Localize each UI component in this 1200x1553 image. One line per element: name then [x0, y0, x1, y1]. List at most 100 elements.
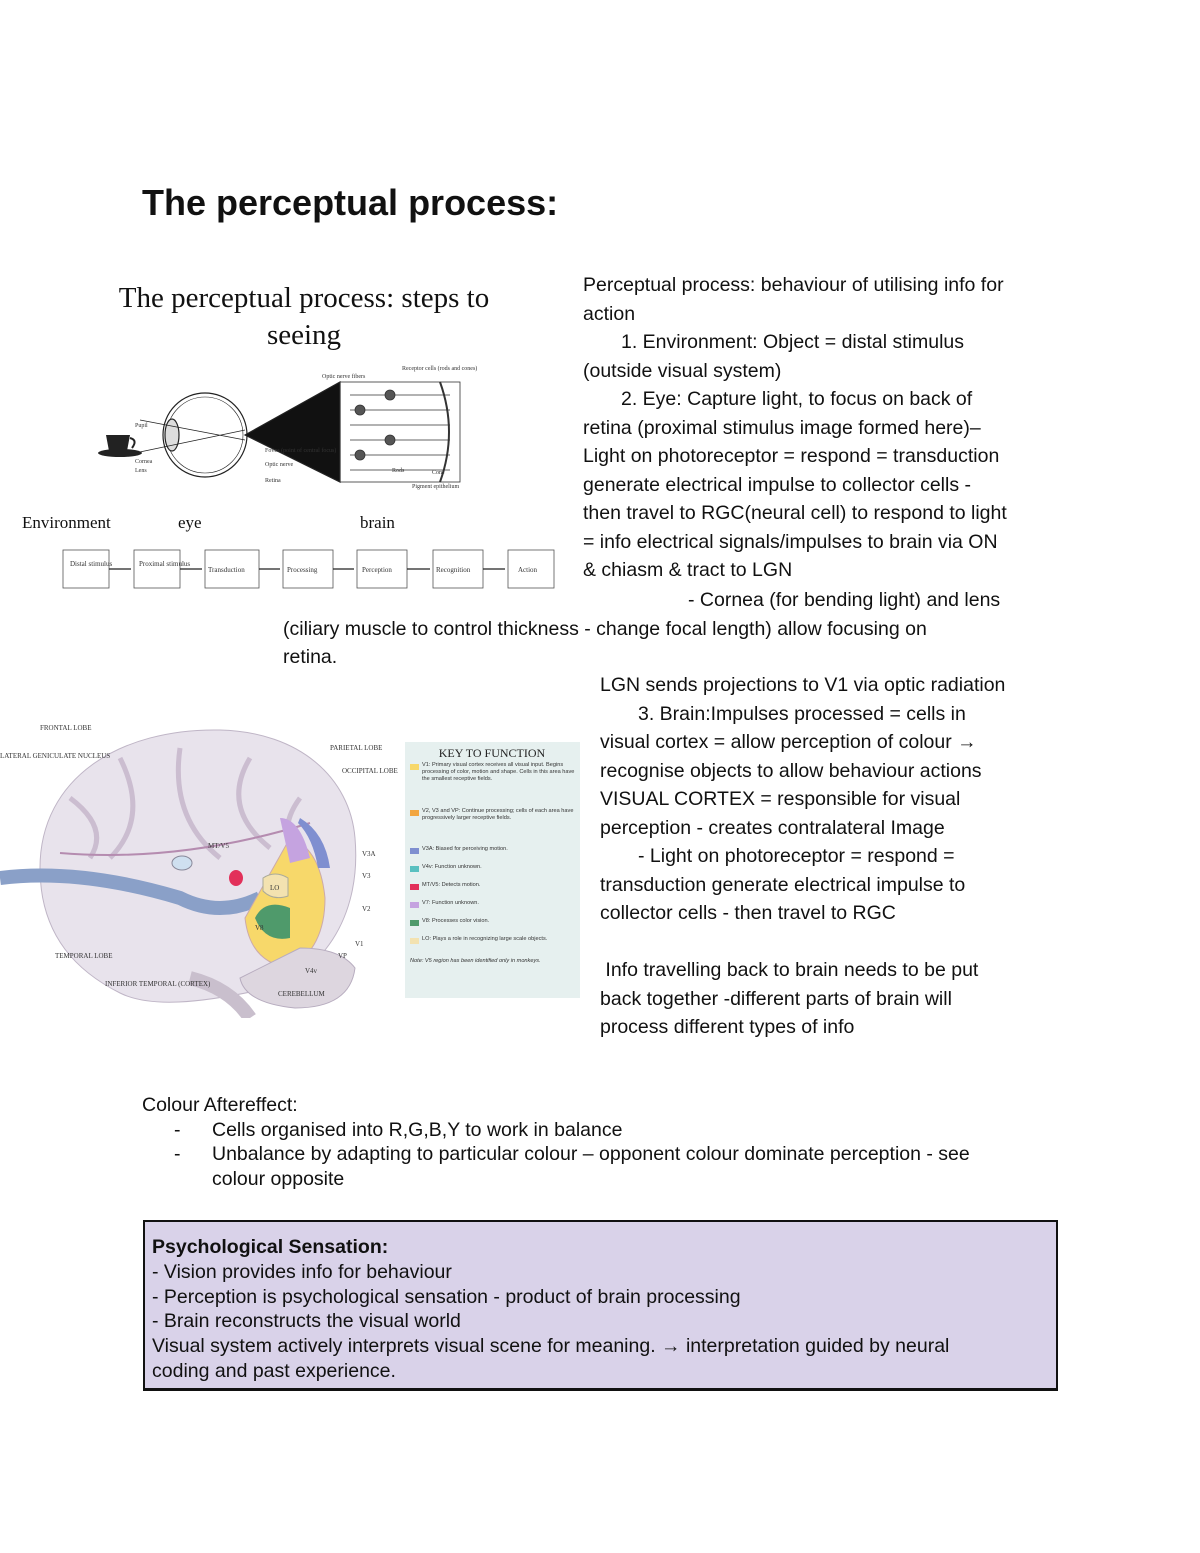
text-line: retina (proximal stimulus image formed h…	[583, 416, 981, 439]
page-title: The perceptual process:	[142, 182, 559, 223]
text-line: (ciliary muscle to control thickness - c…	[283, 617, 927, 640]
text-line: (outside visual system)	[583, 359, 782, 382]
bullet-item: - Cornea (for bending light) and lens	[688, 589, 1001, 611]
svg-text:FRONTAL LOBE: FRONTAL LOBE	[40, 724, 92, 732]
text-line: Light on photoreceptor = respond = trans…	[583, 445, 1000, 467]
key-item: V4v: Function unknown.	[422, 864, 482, 870]
svg-text:MT/V5: MT/V5	[208, 842, 230, 850]
svg-text:V3A: V3A	[362, 850, 376, 858]
retina-detail	[339, 381, 461, 483]
key-item: V1: Primary visual cortex receives all v…	[422, 762, 575, 782]
step-5: Perception	[362, 566, 392, 574]
text-line: process different types of info	[600, 1016, 855, 1038]
svg-text:LATERAL GENICULATE NUCLEUS: LATERAL GENICULATE NUCLEUS	[0, 752, 110, 760]
cornea-note: - Cornea (for bending light) and lens (c…	[283, 586, 1103, 672]
text-line: transduction generate electrical impulse…	[600, 873, 966, 896]
bullet-item: - Cells organised into R,G,B,Y to work i…	[174, 1118, 623, 1141]
list-item-3: 3. Brain:Impulses processed = cells in	[638, 702, 966, 725]
svg-text:Pupil: Pupil	[135, 423, 148, 429]
svg-text:Cone: Cone	[432, 470, 445, 476]
key-swatches	[410, 764, 419, 944]
box-heading: Psychological Sensation:	[152, 1236, 389, 1258]
text-line: back together -different parts of brain …	[600, 987, 952, 1010]
text-line: recognise objects to allow behaviour act…	[600, 759, 982, 782]
section-heading: Colour Aftereffect:	[142, 1094, 298, 1116]
process-steps: Distal stimulus Proximal stimulus Transd…	[62, 549, 555, 589]
list-item-1: 1. Environment: Object = distal stimulus	[621, 331, 965, 353]
key-title: KEY TO FUNCTION	[439, 746, 546, 760]
step-6: Recognition	[436, 566, 471, 574]
step-2: Proximal stimulus	[139, 560, 190, 568]
svg-text:Rods: Rods	[392, 468, 405, 474]
step-3: Transduction	[208, 566, 245, 574]
text-line: = info electrical signals/impulses to br…	[583, 530, 998, 553]
brain-illustration	[0, 729, 357, 1018]
key-note: Note: V5 region has been identified only…	[410, 958, 541, 964]
key-item: V2, V3 and VP: Continue processing; cell…	[422, 808, 574, 821]
perceptual-steps-figure: The perceptual process: steps to seeing …	[22, 282, 555, 589]
step-4: Processing	[287, 566, 318, 574]
svg-text:Retina: Retina	[265, 478, 281, 484]
svg-text:PARIETAL LOBE: PARIETAL LOBE	[330, 744, 382, 752]
text-line: perception - creates contralateral Image	[600, 816, 945, 839]
key-item: V7: Function unknown.	[422, 900, 479, 906]
svg-text:V3: V3	[362, 872, 371, 880]
svg-text:V4v: V4v	[305, 967, 318, 975]
text-line: action	[583, 302, 636, 325]
key-item: V3A: Biased for perceiving motion.	[422, 846, 508, 852]
stage-brain: brain	[360, 513, 395, 532]
text-line: then travel to RGC(neural cell) to respo…	[583, 502, 1007, 524]
list-item-2: 2. Eye: Capture light, to focus on back …	[621, 388, 973, 410]
key-item: MT/V5: Detects motion.	[422, 882, 481, 888]
box-line: coding and past experience.	[152, 1359, 396, 1382]
svg-text:Receptor cells (rods and cones: Receptor cells (rods and cones)	[402, 365, 477, 372]
visual-cortex-figure: FRONTAL LOBE PARIETAL LOBE OCCIPITAL LOB…	[0, 724, 580, 1018]
key-item: V8: Processes color vision.	[422, 918, 490, 924]
box-line: - Brain reconstructs the visual world	[152, 1310, 461, 1333]
blank-line	[600, 928, 1100, 957]
svg-text:V1: V1	[355, 940, 364, 948]
perceptual-process-notes: Perceptual process: behaviour of utilisi…	[583, 271, 1083, 585]
text-line: visual cortex = allow perception of colo…	[600, 731, 977, 753]
svg-text:Pigment epithelium: Pigment epithelium	[412, 484, 459, 490]
figure-heading-line2: seeing	[267, 319, 341, 351]
key-item: LO: Plays a role in recognizing large sc…	[422, 936, 548, 942]
svg-text:Optic nerve: Optic nerve	[265, 462, 293, 468]
coffee-cup-icon	[98, 435, 142, 457]
text-line: generate electrical impulse to collector…	[583, 473, 972, 496]
svg-text:Fovea (point of central focus): Fovea (point of central focus)	[265, 447, 336, 454]
svg-text:LO: LO	[270, 884, 279, 892]
box-line: - Perception is psychological sensation …	[152, 1285, 741, 1308]
text-line: & chiasm & tract to LGN	[583, 559, 793, 581]
step-7: Action	[518, 566, 538, 574]
svg-text:Optic nerve fibers: Optic nerve fibers	[322, 373, 366, 380]
step-1: Distal stimulus	[70, 560, 112, 568]
text-line: Info travelling back to brain needs to b…	[600, 959, 979, 981]
svg-text:OCCIPITAL LOBE: OCCIPITAL LOBE	[342, 767, 398, 775]
box-line: - Vision provides info for behaviour	[152, 1260, 452, 1283]
box-line: Visual system actively interprets visual…	[152, 1335, 950, 1358]
brain-process-notes: LGN sends projections to V1 via optic ra…	[600, 671, 1100, 1042]
svg-text:V8: V8	[255, 924, 264, 932]
text-line: retina.	[283, 646, 338, 668]
brain-labels: FRONTAL LOBE PARIETAL LOBE OCCIPITAL LOB…	[0, 724, 398, 998]
eye-diagram	[134, 380, 341, 483]
stage-eye: eye	[178, 513, 202, 532]
svg-text:INFERIOR TEMPORAL (CORTEX): INFERIOR TEMPORAL (CORTEX)	[105, 980, 211, 988]
svg-text:Lens: Lens	[135, 468, 147, 474]
svg-text:VP: VP	[338, 952, 347, 960]
stage-environment: Environment	[22, 513, 111, 532]
bullet-item: - Light on photoreceptor = respond =	[638, 845, 955, 867]
text-line: Perceptual process: behaviour of utilisi…	[583, 274, 1004, 296]
eye-labels: Pupil Cornea Lens Fovea (point of centra…	[135, 365, 477, 490]
bullet-item: - Unbalance by adapting to particular co…	[174, 1143, 970, 1190]
svg-text:CEREBELLUM: CEREBELLUM	[278, 990, 325, 998]
text-line: LGN sends projections to V1 via optic ra…	[600, 674, 1006, 696]
text-line: collector cells - then travel to RGC	[600, 902, 896, 924]
figure-heading-line1: The perceptual process: steps to	[119, 282, 489, 314]
psychological-sensation-box: Psychological Sensation: - Vision provid…	[143, 1220, 1058, 1391]
svg-text:TEMPORAL LOBE: TEMPORAL LOBE	[55, 952, 113, 960]
text-line: VISUAL CORTEX = responsible for visual	[600, 788, 961, 810]
svg-text:V2: V2	[362, 905, 371, 913]
function-key: KEY TO FUNCTION V1: Primary visual corte…	[405, 742, 580, 998]
